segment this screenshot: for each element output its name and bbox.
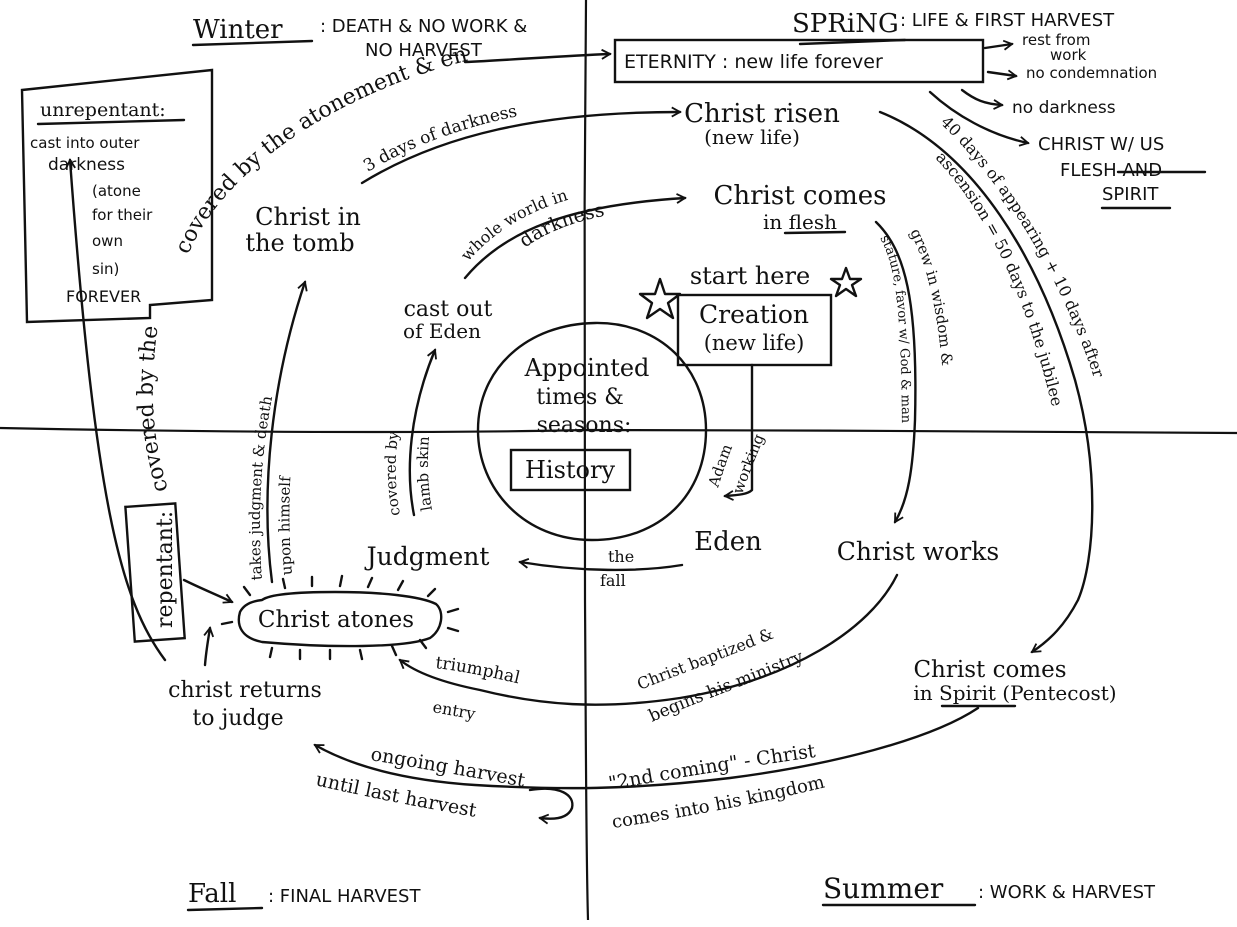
triumphal-2: entry: [431, 697, 477, 723]
summer-desc: : WORK & HARVEST: [978, 882, 1156, 903]
christ-returns-sub: to judge: [192, 706, 283, 731]
creation-label: Creation: [699, 300, 809, 329]
unrepentant-underline: [36, 118, 186, 126]
christ-atones-rays: [220, 574, 460, 661]
repentant-box: [124, 502, 186, 643]
christ-comes-flesh-sub: in flesh: [763, 210, 837, 234]
winter-desc-1: : DEATH & NO WORK &: [320, 16, 527, 37]
arrow-spirit-returns: [315, 706, 980, 790]
eternity-bullet-1b: work: [1050, 46, 1087, 64]
arrow-castout-christcomes: [463, 198, 685, 280]
vertical-axis: [583, 0, 590, 921]
star-left-icon: [638, 277, 682, 320]
christ-comes-flesh-label: Christ comes: [713, 181, 886, 211]
takes-judgment-1: takes judgment & death: [246, 394, 276, 581]
the-fall-1: the: [608, 547, 634, 566]
center-line-1: Appointed: [524, 354, 650, 382]
arrow-creation-eden: [725, 363, 754, 496]
center-circle: [476, 321, 708, 542]
arrow-repentant-atones: [182, 578, 232, 602]
grew-2: stature, favor w/ God & man: [876, 233, 913, 424]
christ-atones-label: Christ atones: [258, 607, 414, 633]
eternity-bullet-4c: SPIRIT: [1102, 184, 1159, 205]
christ-works-label: Christ works: [837, 537, 999, 566]
christ-risen-sub: (new life): [704, 125, 800, 149]
the-fall-2: fall: [600, 571, 626, 590]
star-right-icon: [829, 266, 863, 298]
christ-returns-label: christ returns: [168, 678, 322, 703]
arrow-christcomes-works: [874, 220, 917, 522]
adam-working-2: working: [729, 431, 768, 496]
judgment-label: Judgment: [364, 542, 490, 571]
arrow-returns-unrepentant: [70, 160, 167, 662]
cast-out-label: cast out: [404, 297, 493, 322]
fall-desc: : FINAL HARVEST: [268, 886, 421, 907]
spring-desc: : LIFE & FIRST HARVEST: [900, 10, 1115, 31]
christ-spirit-sub: in Spirit (Pentecost): [913, 681, 1116, 705]
unrepentant-box: [20, 68, 214, 324]
arrow-christ-with-us: [928, 90, 1028, 143]
unrepentant-line-6: sin): [92, 260, 119, 278]
fall-underline: [186, 906, 264, 912]
arrow-eden-judgment: [520, 562, 684, 572]
repentant-label: repentant:: [153, 511, 178, 628]
arrow-tomb-risen: [360, 112, 680, 185]
arrow-atones-tomb: [266, 282, 305, 584]
arrow-works-atones: [400, 573, 899, 706]
covered-by-vertical: covered by the: [134, 324, 174, 495]
eternity-bullet-4a: CHRIST W/ US: [1038, 134, 1164, 155]
center-line-3: seasons:: [537, 413, 632, 438]
fall-title: Fall: [188, 879, 236, 909]
eternity-bullet-3: no darkness: [1012, 98, 1116, 118]
unrepentant-line-5: own: [92, 232, 123, 250]
covered-lamb-1: covered by: [382, 430, 404, 518]
arrow-rest: [983, 44, 1012, 48]
winter-title: Winter: [193, 15, 283, 45]
eternity-bullet-1a: rest from: [1022, 31, 1090, 49]
unrepentant-line-4: for their: [92, 206, 153, 224]
unrepentant-line-7: FOREVER: [66, 287, 141, 306]
eternity-box: [613, 38, 985, 84]
start-here-label: start here: [690, 262, 810, 290]
eternity-label: ETERNITY : new life forever: [624, 51, 883, 73]
spring-title: SPRiNG: [792, 9, 899, 39]
horizontal-axis: [0, 426, 1237, 435]
arrow-judgment-castout: [408, 350, 435, 517]
christ-risen-label: Christ risen: [684, 99, 840, 129]
unrepentant-title: unrepentant:: [40, 99, 166, 121]
arrow-condemnation: [986, 72, 1016, 76]
unrepentant-line-2: darkness: [48, 155, 125, 175]
takes-judgment-2: upon himself: [275, 474, 296, 576]
eternity-bullet-4b: FLESH AND: [1060, 160, 1162, 181]
unrepentant-line-3: (atone: [92, 182, 141, 200]
arrow-returns-repentant: [205, 628, 210, 667]
christ-tomb-label: Christ in: [255, 203, 361, 231]
arrow-darkness: [960, 88, 1002, 105]
history-label: History: [525, 456, 615, 484]
eden-label: Eden: [694, 527, 762, 557]
eternity-bullet-2: no condemnation: [1026, 64, 1157, 82]
arrow-atonement-eternity: [463, 54, 610, 64]
christ-atones-oval: [237, 590, 443, 648]
covered-lamb-2: lamb skin: [414, 435, 436, 512]
creation-box: [676, 293, 833, 367]
arrow-risen-spirit: [878, 110, 1094, 654]
christ-tomb-sub: the tomb: [245, 229, 354, 257]
three-days-label: 3 days of darkness: [360, 101, 519, 176]
winter-underline: [191, 39, 314, 47]
center-line-2: times &: [536, 385, 624, 410]
christ-spirit-label: Christ comes: [913, 657, 1066, 683]
unrepentant-line-1: cast into outer: [30, 134, 140, 152]
arrow-harvest-loop: [528, 787, 574, 819]
winter-desc-2: NO HARVEST: [365, 40, 483, 61]
creation-sub: (new life): [704, 331, 805, 355]
history-box: [509, 448, 632, 492]
summer-title: Summer: [823, 872, 944, 905]
flesh-underline: [783, 230, 847, 235]
cast-out-sub: of Eden: [403, 319, 481, 343]
